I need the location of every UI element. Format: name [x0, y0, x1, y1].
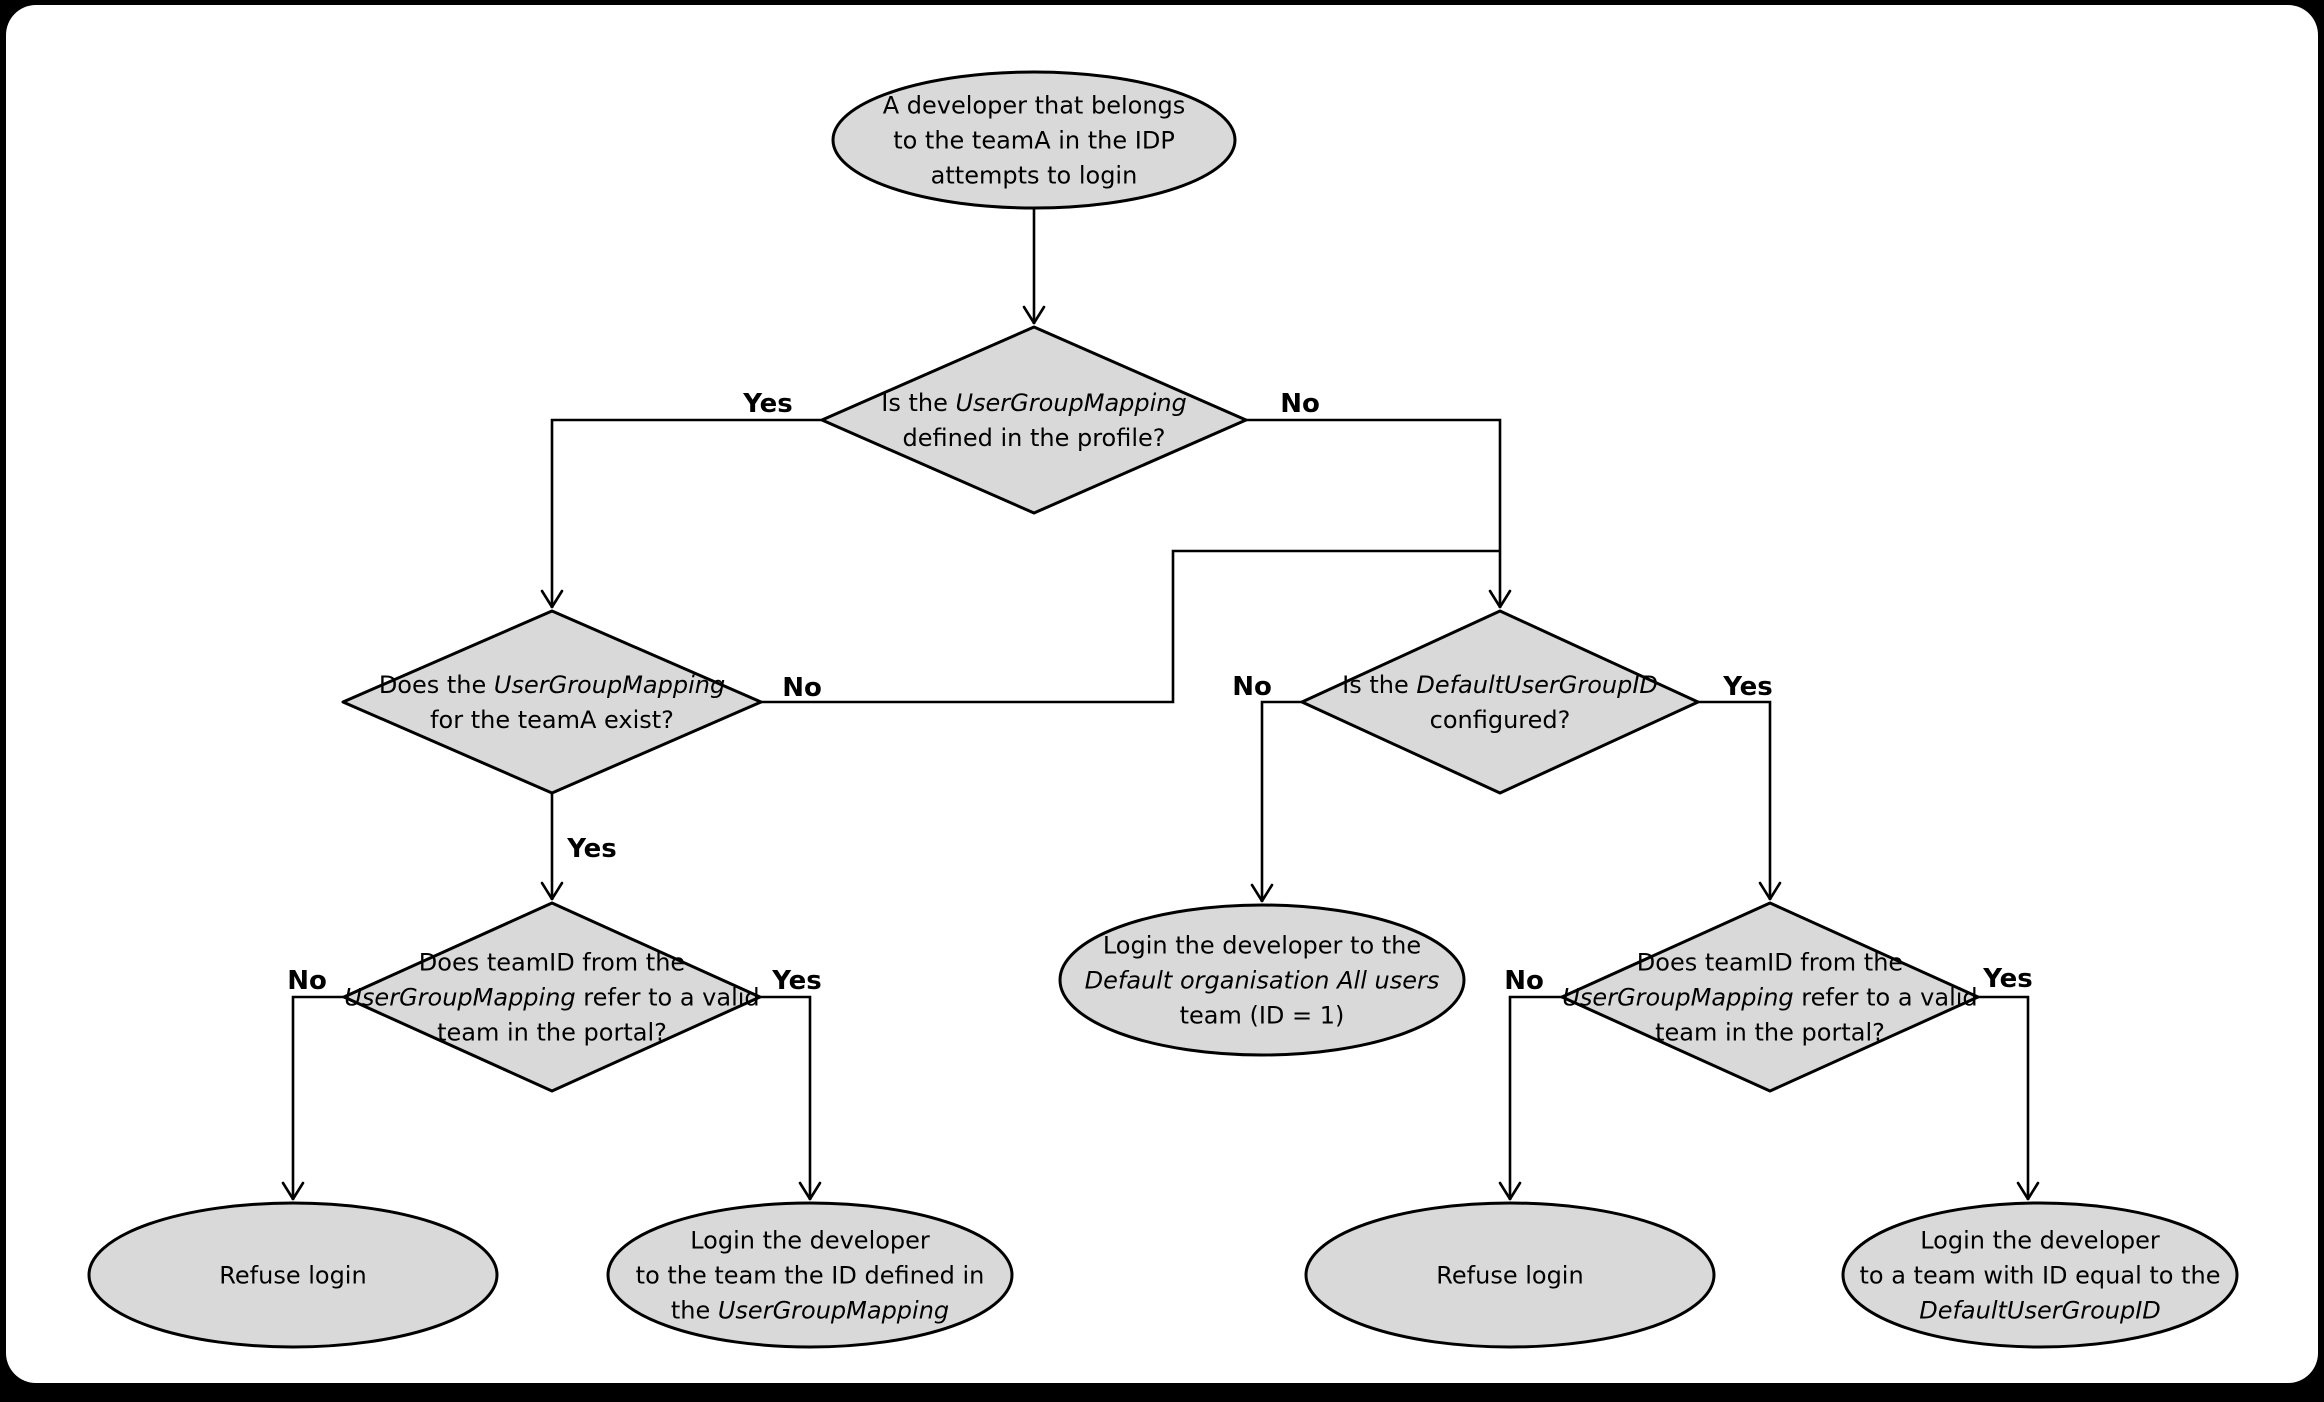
node-q-usergroupmapping-defined: Is the UserGroupMapping defined in the pr…: [820, 325, 1248, 515]
diamond-shape: [820, 325, 1248, 515]
node-label-line: for the teamA exist?: [430, 706, 674, 734]
ellipse-shape: [606, 1201, 1014, 1349]
node-label-line: DefaultUserGroupID: [1919, 1297, 2161, 1325]
node-label-line: to the teamA in the IDP: [893, 127, 1175, 155]
node-label-line: Does teamID from the: [419, 949, 685, 977]
edge-line: [1978, 995, 2040, 1201]
edge-line: [281, 995, 344, 1201]
edge-q1-yes: Yes: [540, 389, 822, 609]
node-label-line: Refuse login: [219, 1262, 366, 1290]
diamond-shape: [1560, 901, 1980, 1093]
nodes-layer: A developer that belongs to the teamA in …: [87, 70, 2239, 1349]
edge-label-q2-yes: Yes: [566, 834, 617, 864]
node-label-line: Login the developer: [1920, 1227, 2160, 1255]
node-login-team-id-usergroupmapping: Login the developer to the team the ID de…: [606, 1201, 1014, 1349]
edge-label-q5-yes: Yes: [1982, 964, 2033, 994]
node-refuse-login-left: Refuse login: [87, 1201, 499, 1349]
node-label-line: Is the DefaultUserGroupID: [1342, 671, 1658, 699]
node-refuse-login-right: Refuse login: [1304, 1201, 1716, 1349]
node-label-line: configured?: [1430, 706, 1571, 734]
ellipse-shape: [1304, 1201, 1716, 1349]
node-label-line: UserGroupMapping refer to a valid: [1562, 984, 1977, 1012]
edge-label-q1-no: No: [1280, 389, 1320, 419]
edge-q1-no: No: [1246, 389, 1512, 609]
ellipse-shape: [1058, 903, 1466, 1057]
page-frame: [6, 5, 2318, 1383]
edge-q4-yes: Yes: [760, 966, 822, 1201]
node-label-line: UserGroupMapping refer to a valid: [344, 984, 759, 1012]
node-label-line: A developer that belongs: [883, 92, 1186, 120]
node-label-line: to a team with ID equal to the: [1859, 1262, 2220, 1290]
diamond-shape: [1300, 609, 1700, 795]
ellipse-shape: [87, 1201, 499, 1349]
node-label-line: the UserGroupMapping: [671, 1297, 949, 1325]
node-q-defaultusergroupid-configured: Is the DefaultUserGroupID configured?: [1300, 609, 1700, 795]
node-label-line: Is the UserGroupMapping: [881, 389, 1187, 417]
edge-q3-yes: Yes: [1698, 672, 1782, 901]
node-label-line: Does the UserGroupMapping: [379, 671, 725, 699]
edge-label-q3-no: No: [1232, 672, 1272, 702]
edge-q5-yes: Yes: [1978, 964, 2040, 1201]
edge-line: [1498, 995, 1562, 1201]
diamond-shape: [341, 609, 763, 795]
ellipse-shape: [1841, 1201, 2239, 1349]
edge-q2-no: No: [761, 549, 1500, 704]
node-label-line: team (ID = 1): [1180, 1002, 1345, 1030]
edge-label-q5-no: No: [1504, 966, 1544, 996]
node-label-line: team in the portal?: [437, 1019, 667, 1047]
node-label-line: to the team the ID defined in: [636, 1262, 985, 1290]
edge-q2-yes: Yes: [540, 793, 617, 901]
node-label-line: Refuse login: [1436, 1262, 1583, 1290]
edge-label-q3-yes: Yes: [1722, 672, 1773, 702]
edge-label-q4-no: No: [287, 966, 327, 996]
ellipse-shape: [831, 70, 1237, 210]
edge-line: [1246, 418, 1512, 609]
node-label-line: team in the portal?: [1655, 1019, 1885, 1047]
edge-label-q2-no: No: [782, 673, 822, 703]
node-label-line: Login the developer: [690, 1227, 930, 1255]
edge-line: [761, 549, 1500, 704]
edge-q3-no: No: [1232, 672, 1302, 903]
node-login-defaultusergroupid-team: Login the developer to a team with ID equ…: [1841, 1201, 2239, 1349]
edge-line: [760, 995, 822, 1201]
edge-label-q1-yes: Yes: [742, 389, 793, 419]
node-label-line: Default organisation All users: [1085, 967, 1440, 995]
edge-line: [540, 418, 822, 609]
edge-line: [1250, 700, 1302, 903]
node-label-line: defined in the profile?: [902, 424, 1165, 452]
diamond-shape: [342, 901, 762, 1093]
node-label-line: Does teamID from the: [1637, 949, 1903, 977]
node-start: A developer that belongs to the teamA in …: [831, 70, 1237, 210]
edge-line: [1698, 700, 1782, 901]
node-label-line: Login the developer to the: [1103, 932, 1421, 960]
edge-label-q4-yes: Yes: [771, 966, 822, 996]
edge-q4-no: No: [281, 966, 344, 1201]
node-q-usergroupmapping-exists: Does the UserGroupMapping for the teamA e…: [341, 609, 763, 795]
node-label-line: attempts to login: [931, 162, 1138, 190]
edge-q5-no: No: [1498, 966, 1562, 1201]
